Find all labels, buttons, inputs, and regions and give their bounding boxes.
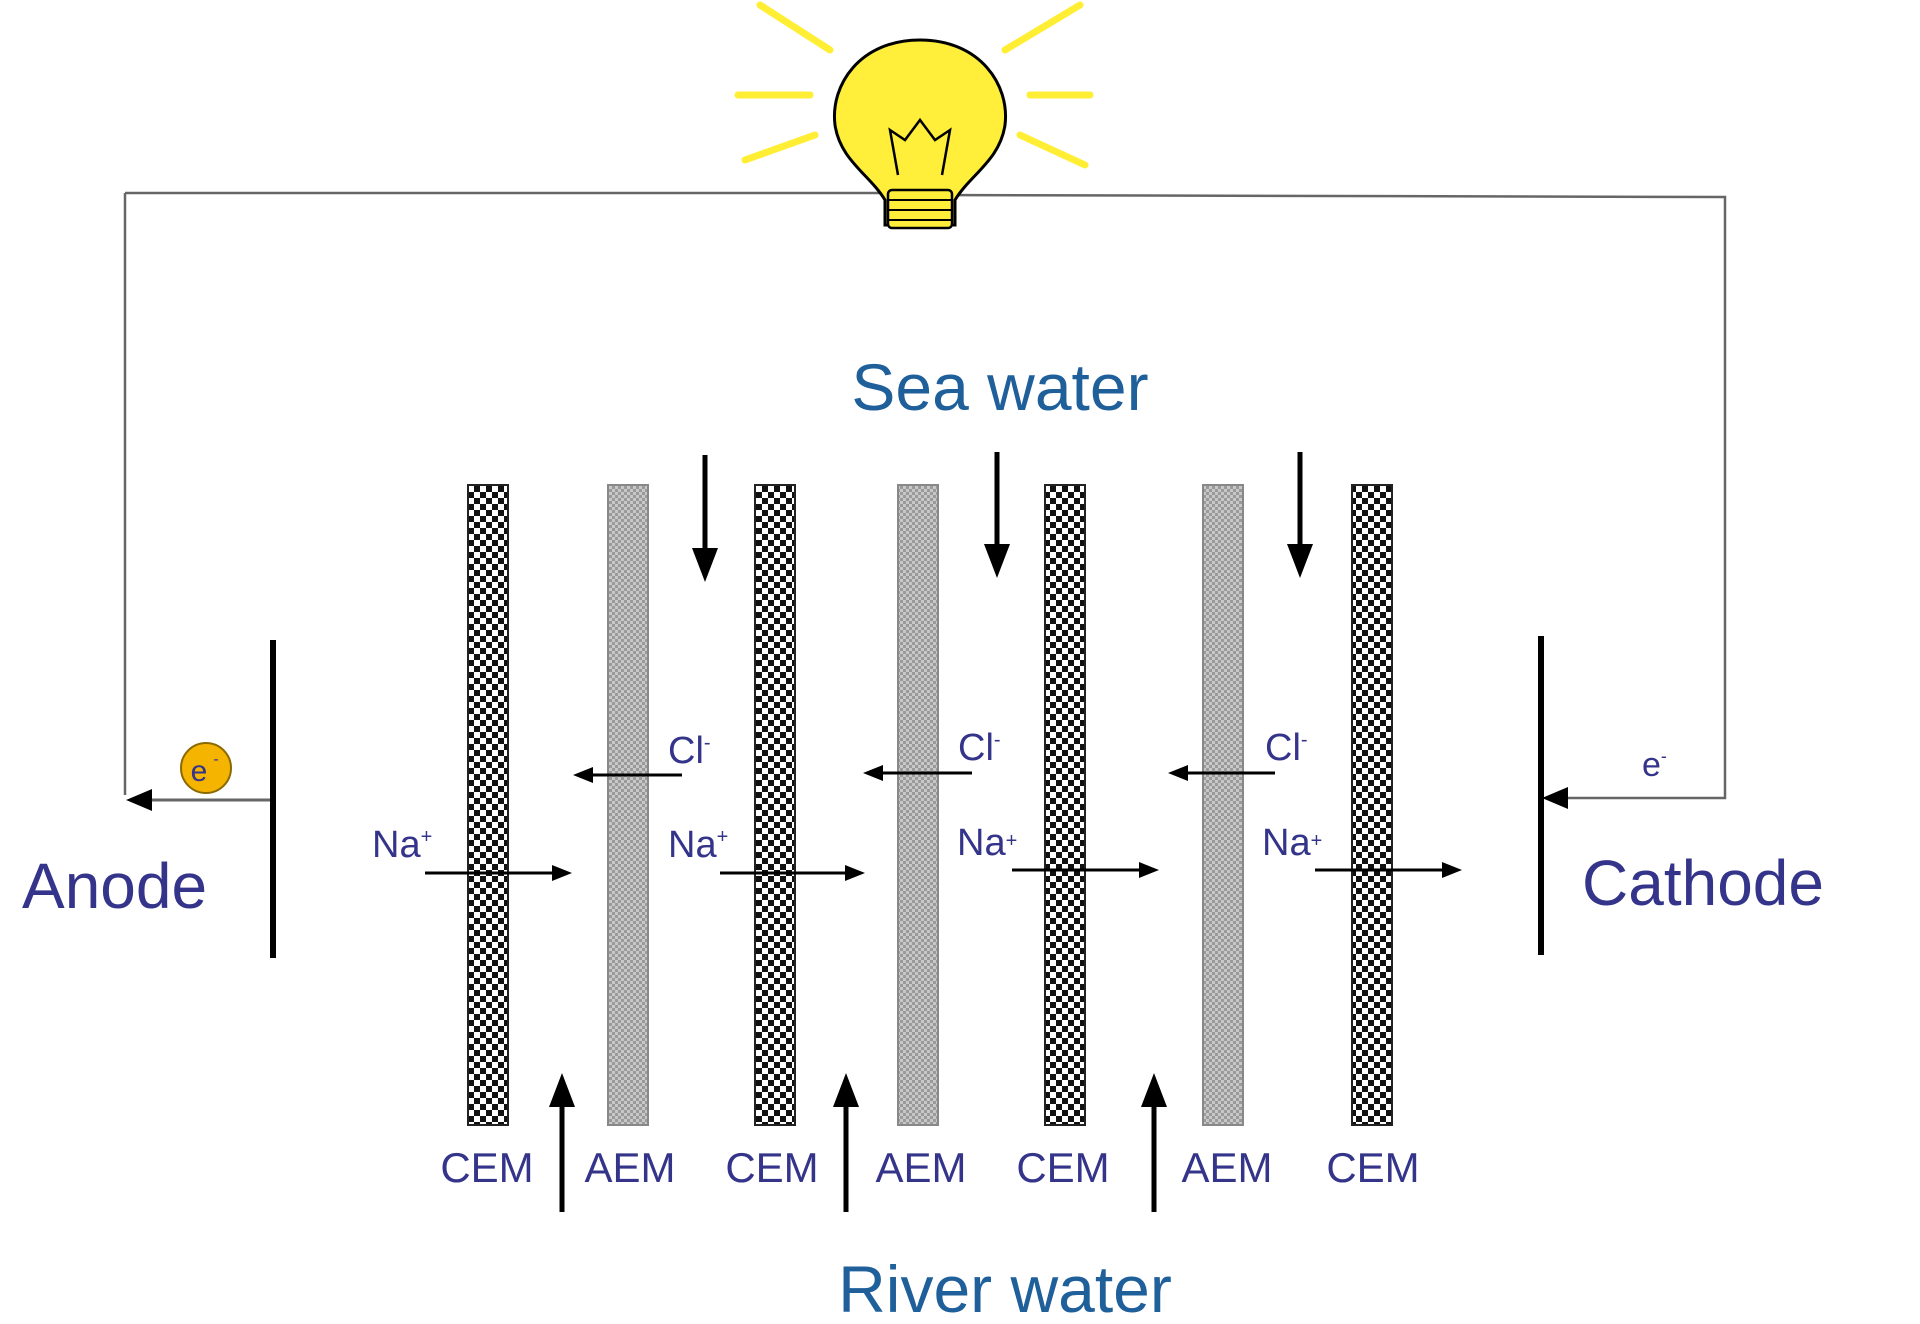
bulb-rays — [734, 1, 1094, 169]
sodium-label: Na+ — [668, 824, 728, 866]
bulb-filament — [888, 117, 952, 176]
anion-exchange-membrane — [607, 484, 649, 1126]
membrane-label: AEM — [584, 1144, 675, 1191]
membrane-label: CEM — [725, 1144, 818, 1191]
cathode-wire — [924, 193, 1727, 800]
cation-exchange-membrane — [1351, 484, 1393, 1126]
chloride-label: Cl- — [958, 727, 1001, 769]
cathode-electron-label: e- — [1642, 746, 1667, 784]
anode-label: Anode — [22, 850, 207, 922]
membrane-label: CEM — [1326, 1144, 1419, 1191]
cation-exchange-membrane — [754, 484, 796, 1126]
anode-electron-sup: - — [213, 751, 218, 768]
sea-water-inflow-arrows — [692, 452, 1313, 582]
membrane-label: AEM — [875, 1144, 966, 1191]
anode-electron-arrowhead — [126, 789, 152, 811]
bulb-base — [886, 188, 954, 230]
cation-exchange-membrane — [1044, 484, 1086, 1126]
sodium-label: Na+ — [957, 822, 1017, 864]
chloride-labels: Cl- Cl- Cl- — [668, 727, 1308, 772]
chloride-label: Cl- — [1265, 727, 1308, 769]
cation-exchange-membrane — [467, 484, 509, 1126]
membrane-label: CEM — [1016, 1144, 1109, 1191]
membrane-label: CEM — [440, 1144, 533, 1191]
light-bulb-icon — [734, 1, 1094, 230]
sea-water-label: Sea water — [851, 350, 1148, 424]
anode-electron-base: e — [191, 755, 208, 788]
sodium-label: Na+ — [372, 824, 432, 866]
river-water-label: River water — [838, 1252, 1172, 1324]
river-water-inflow-arrows — [549, 1073, 1167, 1212]
membrane-stack — [467, 484, 1393, 1126]
chloride-label: Cl- — [668, 730, 711, 772]
chloride-flux-arrows — [573, 765, 1275, 783]
cathode-label: Cathode — [1582, 847, 1824, 919]
anion-exchange-membrane — [1202, 484, 1244, 1126]
cathode-electron-arrowhead — [1542, 787, 1568, 809]
sodium-labels: Na+ Na+ Na+ Na+ — [372, 822, 1322, 866]
electron-icon: e - — [180, 742, 232, 794]
sodium-flux-arrows — [425, 862, 1462, 881]
external-circuit — [123, 191, 1727, 811]
sodium-label: Na+ — [1262, 822, 1322, 864]
membrane-labels: CEM AEM CEM AEM CEM AEM CEM — [440, 1144, 1419, 1191]
membrane-label: AEM — [1181, 1144, 1272, 1191]
anion-exchange-membrane — [897, 484, 939, 1126]
